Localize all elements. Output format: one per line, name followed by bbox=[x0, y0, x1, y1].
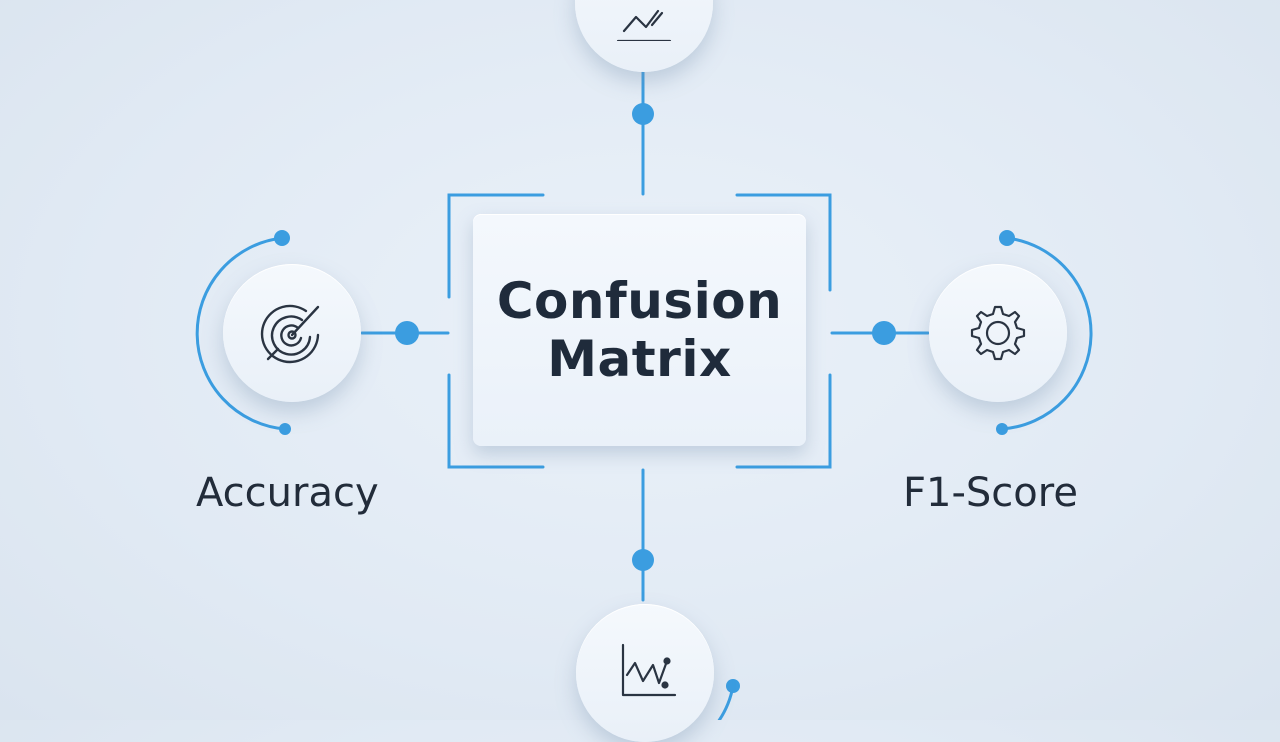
arc-right bbox=[1000, 236, 1093, 431]
dot-arc-bottom bbox=[726, 679, 740, 693]
accuracy-label: Accuracy bbox=[196, 470, 379, 516]
node-right bbox=[929, 264, 1067, 402]
dot-left bbox=[395, 321, 419, 345]
f1-score-label: F1-Score bbox=[903, 470, 1078, 516]
dot-arc-right-top bbox=[999, 230, 1015, 246]
connector-lines bbox=[195, 70, 1093, 720]
trend-chart-icon bbox=[616, 9, 672, 41]
dot-top bbox=[632, 103, 654, 125]
bracket-bottom-right bbox=[735, 373, 832, 469]
center-title: Confusion Matrix bbox=[496, 272, 783, 388]
dot-arc-right-bottom bbox=[996, 423, 1008, 435]
node-left bbox=[223, 264, 361, 402]
gear-icon bbox=[970, 305, 1026, 361]
node-bottom bbox=[576, 604, 714, 742]
diagram: Confusion Matrix bbox=[195, 0, 1093, 742]
dot-arc-left-top bbox=[274, 230, 290, 246]
target-icon bbox=[260, 304, 320, 364]
bracket-bottom-left bbox=[447, 373, 545, 469]
bracket-top-left bbox=[447, 193, 545, 299]
arc-left bbox=[195, 236, 287, 431]
center-card: Confusion Matrix bbox=[473, 214, 806, 446]
line-chart-icon bbox=[621, 643, 677, 697]
bracket-top-right bbox=[735, 193, 832, 292]
dot-bottom bbox=[632, 549, 654, 571]
dot-arc-left-bottom bbox=[279, 423, 291, 435]
dot-right bbox=[872, 321, 896, 345]
